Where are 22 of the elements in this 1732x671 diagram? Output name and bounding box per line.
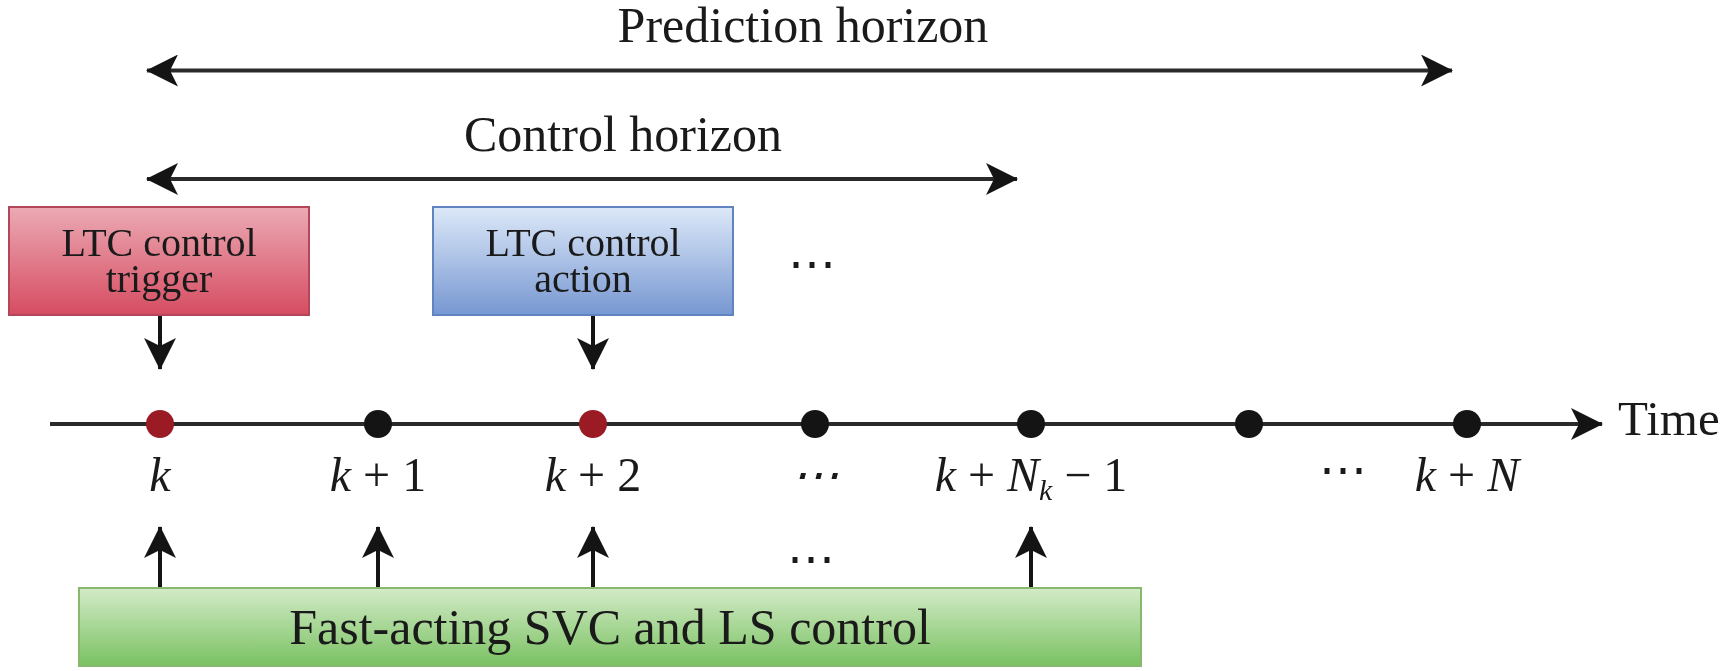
ellipsis: ⋯ bbox=[1319, 446, 1367, 494]
time-step-label: k + N$_{k}$ − 1 bbox=[934, 451, 1128, 499]
process-box bbox=[78, 587, 1142, 667]
time-step-label: ⋯ bbox=[791, 451, 839, 499]
axis-label: Time bbox=[1618, 394, 1720, 443]
dimension-label: Prediction horizon bbox=[617, 0, 989, 50]
time-step-label: k + 2 bbox=[544, 451, 642, 499]
time-step-label: k bbox=[149, 451, 171, 499]
arrow bbox=[577, 526, 609, 587]
box-text: LTC control action bbox=[484, 225, 682, 297]
dimension-label: Control horizon bbox=[464, 109, 782, 159]
arrow bbox=[144, 526, 176, 587]
arrow bbox=[144, 316, 176, 370]
arrow bbox=[362, 526, 394, 587]
ellipsis: ⋯ bbox=[787, 535, 835, 583]
arrow bbox=[577, 316, 609, 370]
ellipsis: ⋯ bbox=[788, 240, 836, 288]
process-box bbox=[8, 206, 310, 316]
process-box bbox=[432, 206, 734, 316]
time-step-label: k + 1 bbox=[329, 451, 427, 499]
time-step-label: k + N bbox=[1414, 451, 1520, 499]
arrow bbox=[1015, 526, 1047, 587]
